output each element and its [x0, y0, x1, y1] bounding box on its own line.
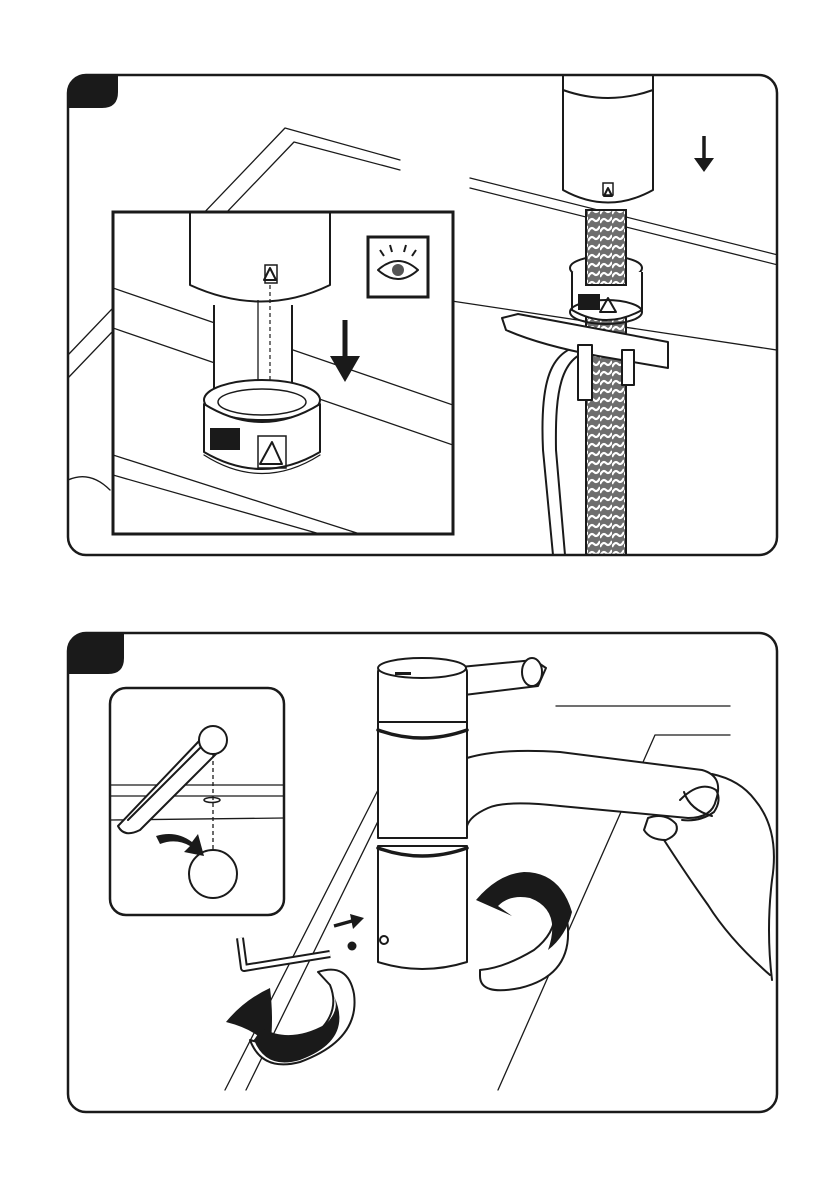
step-panel-1	[68, 60, 790, 560]
hex-key-icon	[240, 938, 357, 968]
collar-ring	[570, 210, 642, 324]
rotate-arrow-icon	[476, 872, 572, 990]
step-badge-1	[68, 75, 118, 108]
detail-inset-1	[113, 205, 453, 534]
step-badge-2	[68, 633, 124, 674]
arrow-right-icon	[334, 914, 364, 929]
step-panel-2	[68, 633, 777, 1112]
detail-inset-2	[110, 688, 284, 915]
faucet-body	[563, 60, 653, 203]
panel-2-scene	[225, 658, 774, 1090]
eye-icon	[368, 237, 428, 297]
mounting-bracket	[502, 314, 668, 400]
faucet-body-mounted	[378, 658, 718, 969]
arrow-down-icon	[694, 136, 714, 172]
